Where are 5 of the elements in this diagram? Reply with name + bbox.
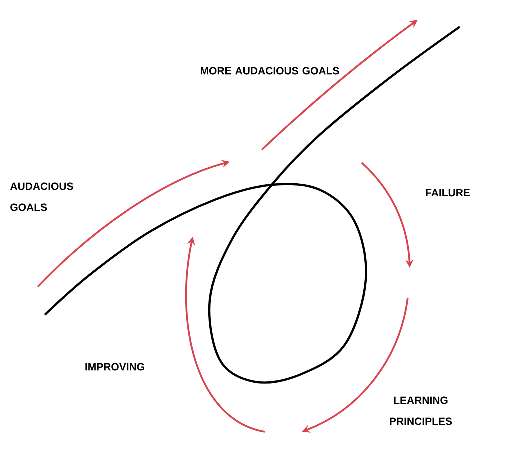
- label: LEARNING PRINCIPLES: [390, 396, 452, 426]
- label: AUDACIOUS GOALS: [10, 182, 74, 212]
- label: IMPROVING: [86, 363, 144, 371]
- label: MORE AUDACIOUS GOALS: [201, 67, 340, 75]
- label: FAILURE: [426, 189, 470, 197]
